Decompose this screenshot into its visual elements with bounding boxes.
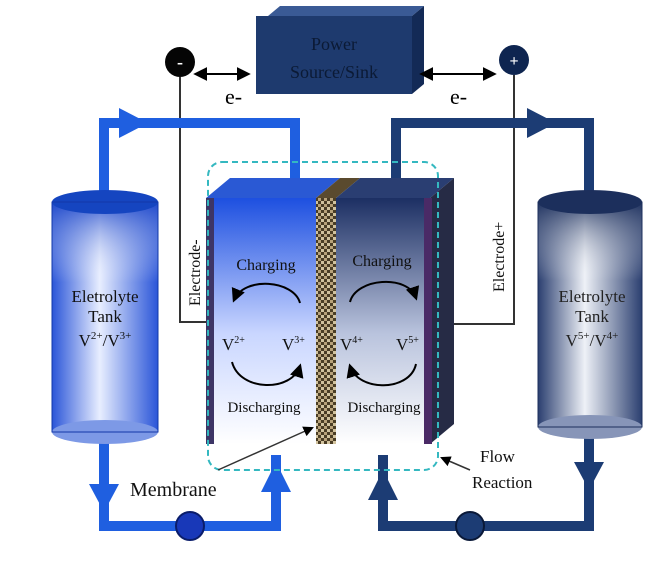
positive-terminal: + bbox=[499, 45, 529, 75]
right-tank-label-1: Eletrolyte bbox=[558, 287, 625, 306]
right-tank-ions: V5+/V4+ bbox=[566, 330, 619, 350]
left-ion-2: V3+ bbox=[282, 335, 305, 354]
flow-reaction-pointer bbox=[440, 456, 471, 471]
power-source-box: Power Source/Sink bbox=[256, 6, 424, 94]
right-charging-label: Charging bbox=[352, 253, 411, 270]
left-pump-icon bbox=[175, 511, 205, 541]
electrode-wire-positive bbox=[436, 75, 515, 325]
membrane-label: Membrane bbox=[130, 479, 217, 501]
right-ion-2: V5+ bbox=[396, 335, 419, 354]
left-discharging-arrow bbox=[231, 361, 304, 386]
membrane-pointer bbox=[217, 426, 314, 471]
left-tank-ions: V2+/V3+ bbox=[79, 330, 132, 350]
left-charging-arrow bbox=[231, 282, 301, 304]
negative-half-cell bbox=[206, 198, 316, 444]
svg-text:+: + bbox=[509, 53, 518, 70]
left-tank-label-2: Tank bbox=[88, 307, 122, 326]
right-tank: Eletrolyte Tank V5+/V4+ bbox=[537, 190, 643, 439]
power-source-label-2: Source/Sink bbox=[290, 62, 378, 82]
negative-terminal: - bbox=[165, 47, 195, 77]
electrode-positive-label: Electrode+ bbox=[491, 222, 508, 292]
left-tank: Eletrolyte Tank V2+/V3+ bbox=[51, 190, 159, 444]
left-charging-label: Charging bbox=[236, 257, 295, 274]
right-discharging-arrow bbox=[346, 363, 417, 387]
right-tank-label-2: Tank bbox=[575, 307, 609, 326]
positive-half-cell bbox=[336, 198, 430, 444]
power-source-label-1: Power bbox=[311, 34, 357, 54]
right-electrolyte-pipe bbox=[368, 108, 604, 531]
membrane bbox=[316, 198, 336, 444]
right-charging-arrow bbox=[349, 280, 420, 303]
reaction-outline bbox=[207, 161, 439, 471]
svg-text:-: - bbox=[177, 52, 183, 72]
cell-stack bbox=[206, 178, 454, 444]
right-discharging-label: Discharging bbox=[347, 400, 421, 416]
left-discharging-label: Discharging bbox=[227, 400, 301, 416]
right-pump-icon bbox=[455, 511, 485, 541]
right-ion-1: V4+ bbox=[340, 335, 363, 354]
electron-label-left: e- bbox=[225, 84, 242, 109]
flow-reaction-label-1: Flow bbox=[480, 447, 516, 466]
left-tank-label-1: Eletrolyte bbox=[71, 287, 138, 306]
electron-label-right: e- bbox=[450, 84, 467, 109]
electrode-negative-label: Electrode- bbox=[187, 239, 204, 306]
flow-reaction-label-2: Reaction bbox=[472, 473, 533, 492]
left-ion-1: V2+ bbox=[222, 335, 245, 354]
